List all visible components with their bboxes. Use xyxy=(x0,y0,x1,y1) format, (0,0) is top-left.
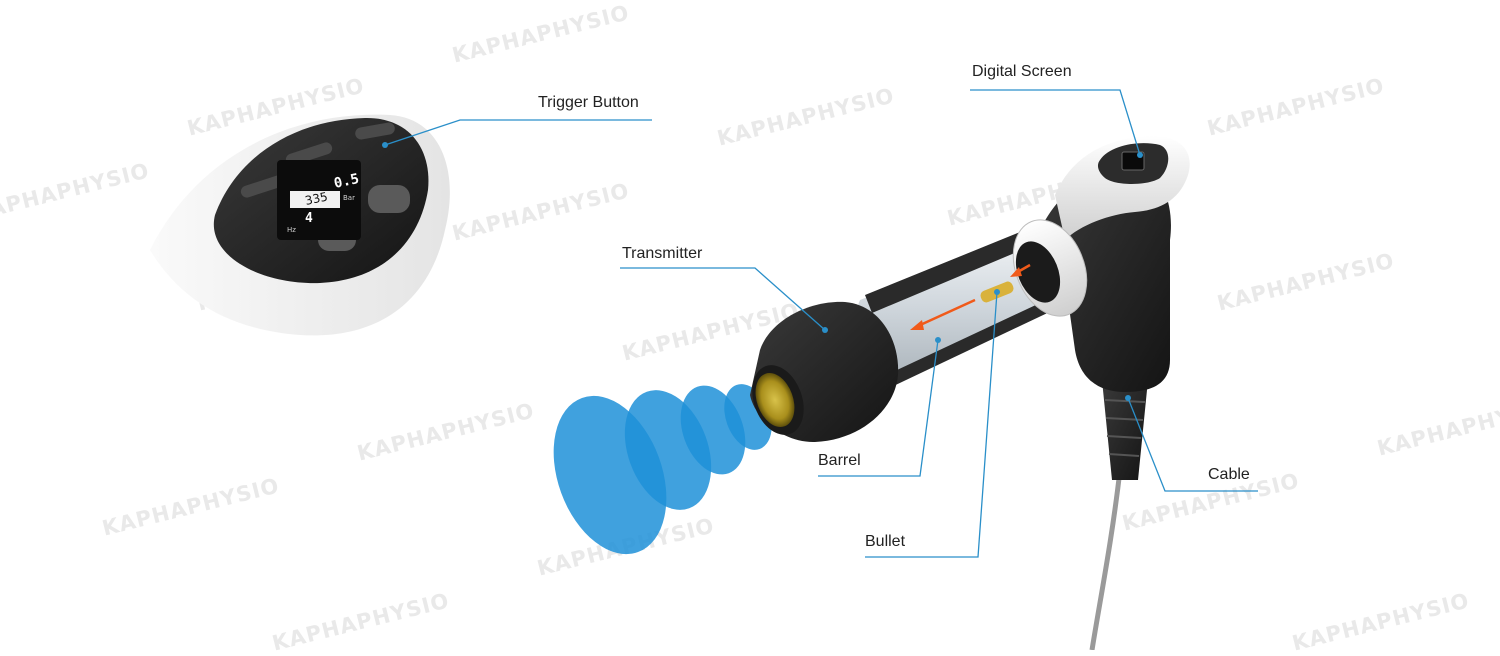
label-cable: Cable xyxy=(1208,466,1250,484)
leader-dot xyxy=(994,289,1000,295)
transmitter xyxy=(743,302,898,442)
label-transmitter: Transmitter xyxy=(622,245,702,263)
label-digital-screen: Digital Screen xyxy=(972,63,1072,81)
leader-dot xyxy=(1125,395,1131,401)
screen-pressure-unit: Bar xyxy=(343,194,355,202)
leader-dot xyxy=(822,327,828,333)
cable-wire xyxy=(1092,470,1120,650)
leader-dot xyxy=(382,142,388,148)
trigger-button-shape xyxy=(368,185,410,213)
handle-closeup: 0.5 Bar 335 4 Hz xyxy=(150,115,450,336)
leader-dot xyxy=(1137,152,1143,158)
cable xyxy=(1092,380,1148,650)
label-barrel: Barrel xyxy=(818,452,861,470)
screen-frequency-value: 4 xyxy=(305,211,313,226)
label-trigger-button: Trigger Button xyxy=(538,94,639,112)
label-bullet: Bullet xyxy=(865,533,905,551)
shock-waves xyxy=(533,377,780,570)
screen-frequency-unit: Hz xyxy=(287,226,296,234)
leader-dot xyxy=(935,337,941,343)
